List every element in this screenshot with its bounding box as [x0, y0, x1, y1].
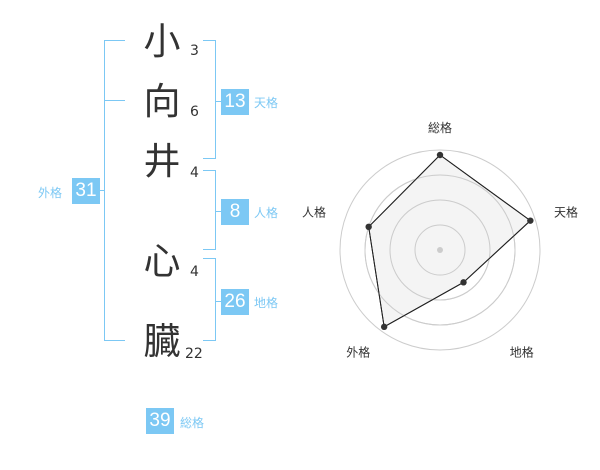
radar-point-3: [380, 323, 388, 331]
radar-point-2: [460, 279, 467, 286]
radar-axis-label-4: 人格: [302, 204, 326, 219]
stroke-count-4: 4: [190, 264, 199, 280]
stroke-count-1: 3: [190, 43, 199, 59]
radar-grid-3: [364, 174, 516, 326]
jinkaku-bracket: [203, 170, 216, 250]
soukaku-label: 総格: [180, 416, 205, 430]
radar-axis-label-2: 地格: [510, 345, 534, 360]
chikaku-bracket: [203, 258, 216, 341]
gaikaku-value: 31: [72, 178, 100, 204]
tenkaku-bracket: [203, 40, 216, 159]
chikaku-connector: [216, 301, 222, 302]
jinkaku-value: 8: [221, 199, 249, 225]
surname-char-2: 向: [143, 80, 181, 123]
radar-axis-label-1: 天格: [554, 204, 578, 219]
radar-point-0: [436, 151, 444, 159]
radar-point-1: [527, 217, 534, 224]
radar-grid-1: [414, 224, 466, 276]
radar-grid-2: [389, 199, 491, 301]
given-char-1: 心: [143, 240, 181, 283]
gaikaku-label: 外格: [38, 186, 63, 200]
radar-axis-label-0: 総格: [428, 120, 452, 135]
stroke-count-2: 6: [190, 104, 199, 120]
stroke-count-5: 22: [185, 346, 203, 362]
chikaku-label: 地格: [254, 296, 279, 310]
radar-point-4: [365, 223, 372, 231]
soukaku-value: 39: [146, 408, 174, 434]
jinkaku-label: 人格: [254, 206, 279, 220]
bracket-divider: [104, 100, 125, 101]
jinkaku-connector: [216, 211, 222, 212]
radar-outline: [368, 154, 532, 328]
chikaku-value: 26: [221, 289, 249, 315]
surname-char-3: 井: [143, 140, 181, 183]
radar-axis-label-3: 外格: [346, 345, 370, 360]
surname-char-1: 小: [143, 20, 181, 63]
stroke-count-3: 4: [190, 165, 199, 181]
gaikaku-connector: [98, 190, 105, 191]
tenkaku-connector: [216, 101, 222, 102]
tenkaku-label: 天格: [254, 96, 279, 110]
given-char-2: 臓: [143, 320, 181, 363]
radar-center: [437, 247, 443, 253]
tenkaku-value: 13: [221, 89, 249, 115]
